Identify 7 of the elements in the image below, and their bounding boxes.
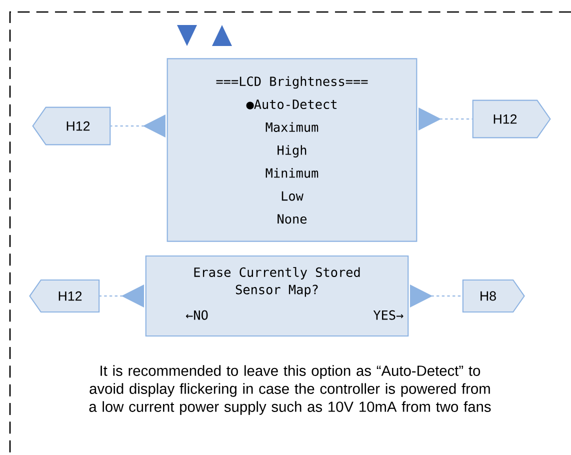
arrow — [110, 114, 166, 138]
arrow — [410, 284, 462, 308]
menu-box: Erase Currently Stored Sensor Map? ←NO YES→ — [145, 255, 409, 337]
menu-box: ===LCD Brightness=== ●Auto-Detect Maximum High Minimum Low None — [166, 58, 418, 242]
note-text: It is recommended to leave this option as “Auto-Detect” to avoid display flickering in case the controller is powered from a low current power supply such as 10V 10mA from two fans — [89, 365, 491, 415]
arrow — [100, 284, 144, 308]
arrow — [418, 108, 472, 130]
